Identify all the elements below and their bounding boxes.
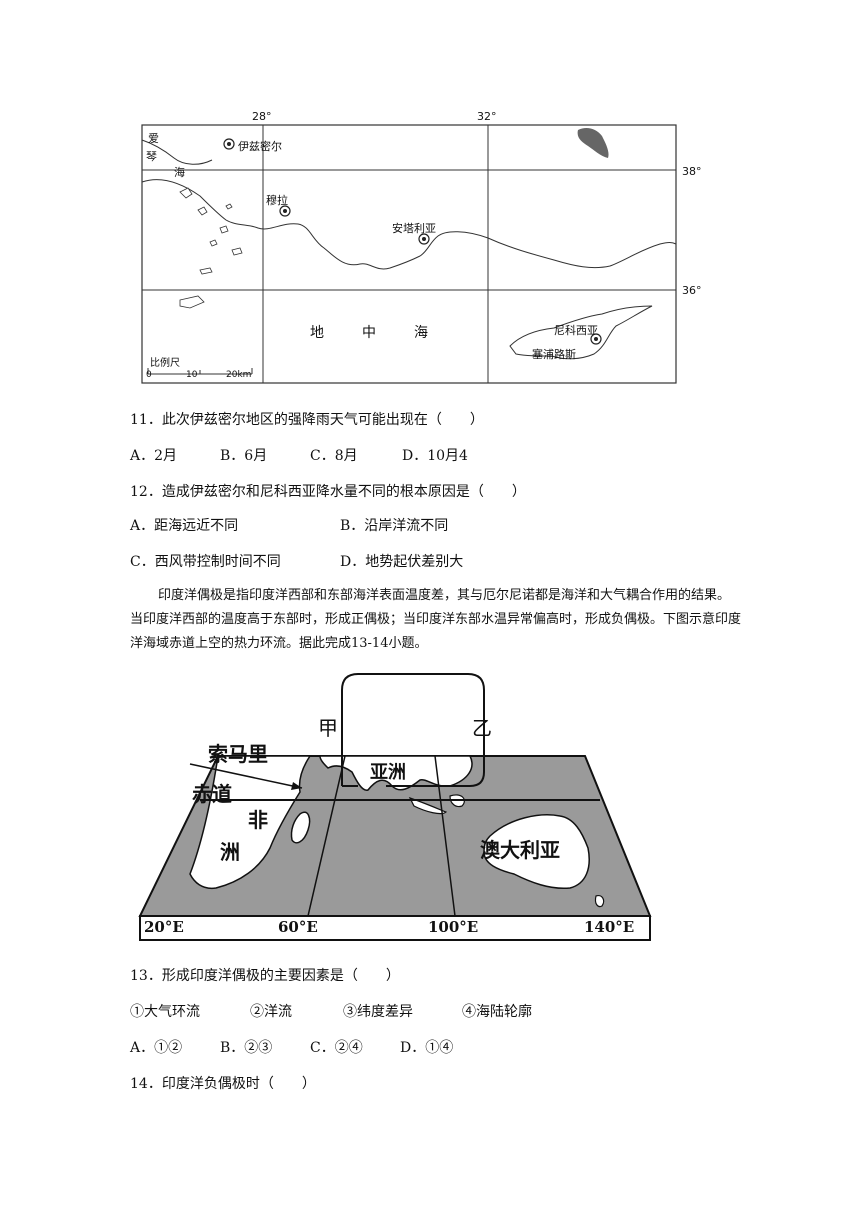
q12-stem: 12．造成伊兹密尔和尼科西亚降水量不同的根本原因是（ ） [130, 484, 526, 500]
q11-option-a: A．2月 [130, 448, 178, 464]
circulation-label-yi: 乙 [472, 716, 492, 740]
lat-label-36-outer: 36° [682, 284, 702, 297]
circulation-label-jia: 甲 [318, 716, 338, 740]
africa-label-1: 非 [248, 808, 268, 832]
q13-stem: 13．形成印度洋偶极的主要因素是（ ） [130, 968, 400, 984]
indian-ocean-diagram-svg [138, 673, 652, 941]
lon-label-28: 28° [252, 110, 272, 123]
aegean-label-1: 爱 [148, 132, 159, 145]
somalia-label: 索马里 [208, 742, 268, 766]
nicosia-label: 尼科西亚 [554, 324, 598, 337]
mugla-label: 穆拉 [266, 194, 288, 207]
turkey-map: 28° 32° 38° 爱 琴 海 伊兹密尔 穆拉 安塔利亚 地 中 海 尼科西… [140, 110, 680, 385]
izmir-label: 伊兹密尔 [238, 140, 282, 153]
equator-label: 赤道 [192, 782, 232, 806]
indian-ocean-diagram: 甲 乙 索马里 赤道 亚洲 非 洲 澳大利亚 20°E 60°E 100°E 1… [130, 668, 660, 946]
scale-tick-0: 0 [146, 370, 152, 380]
aegean-label-2: 琴 [146, 150, 157, 163]
aegean-label-3: 海 [174, 166, 185, 179]
q12-option-a: A．距海远近不同 [130, 518, 239, 534]
q13-option-d: D．①④ [400, 1040, 454, 1056]
lon-label-20e: 20°E [144, 918, 184, 936]
q11-stem: 11．此次伊兹密尔地区的强降雨天气可能出现在（ ） [130, 412, 484, 428]
antalya-label: 安塔利亚 [392, 222, 436, 235]
q13-option-b: B．②③ [220, 1040, 273, 1056]
australia-label: 澳大利亚 [480, 838, 560, 862]
q11-option-d: D．10月4 [402, 448, 468, 464]
scale-title: 比例尺 [150, 358, 180, 369]
lat-label-38-outer: 38° [682, 165, 702, 178]
q12-option-c: C．西风带控制时间不同 [130, 554, 281, 570]
scale-tick-20: 20km [226, 370, 252, 380]
q12-option-d: D．地势起伏差别大 [340, 554, 464, 570]
q14-stem: 14．印度洋负偶极时（ ） [130, 1076, 316, 1092]
q13-factor-1: ①大气环流 [130, 1004, 200, 1020]
scale-tick-10: 10 [186, 370, 198, 380]
lon-label-60e: 60°E [278, 918, 318, 936]
passage-text: 印度洋偶极是指印度洋西部和东部海洋表面温度差，其与厄尔尼诺都是海洋和大气耦合作用… [130, 588, 742, 651]
q12-option-b: B．沿岸洋流不同 [340, 518, 449, 534]
lon-label-32: 32° [477, 110, 497, 123]
q13-option-a: A．①② [130, 1040, 183, 1056]
asia-label: 亚洲 [370, 762, 406, 783]
cyprus-label: 塞浦路斯 [532, 348, 576, 361]
med-label-1: 地 [310, 325, 324, 341]
q13-factor-4: ④海陆轮廓 [462, 1004, 532, 1020]
africa-label-2: 洲 [220, 840, 240, 864]
q13-factor-2: ②洋流 [250, 1004, 292, 1020]
q13-option-c: C．②④ [310, 1040, 363, 1056]
turkey-map-svg [141, 124, 677, 384]
med-label-2: 中 [362, 325, 376, 341]
q13-factor-3: ③纬度差异 [343, 1004, 413, 1020]
med-label-3: 海 [414, 325, 428, 341]
q11-option-b: B．6月 [220, 448, 268, 464]
lon-label-100e: 100°E [428, 918, 479, 936]
q11-option-c: C．8月 [310, 448, 358, 464]
lon-label-140e: 140°E [584, 918, 635, 936]
